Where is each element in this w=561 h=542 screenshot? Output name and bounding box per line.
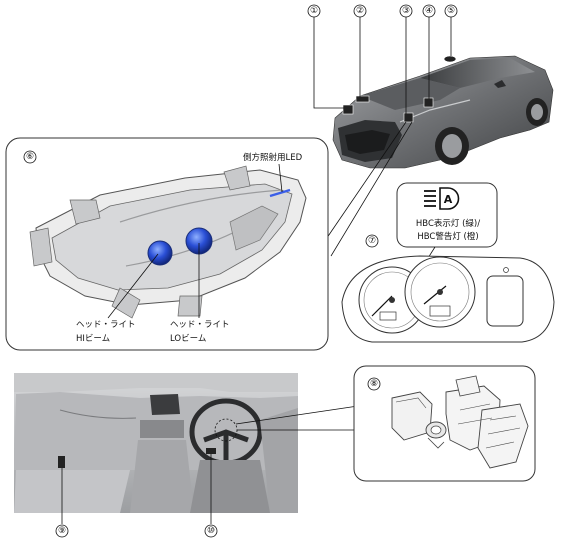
callout-8: ⑧ <box>367 377 381 391</box>
callout-2: ② <box>353 4 367 97</box>
callout-10: ⑩ <box>204 454 218 538</box>
connector-line <box>235 405 359 425</box>
svg-text:⑨: ⑨ <box>58 526 66 536</box>
component-5-marker <box>443 55 457 63</box>
component-4-marker <box>423 97 434 108</box>
callout-6: ⑥ <box>23 150 37 164</box>
callout-9: ⑨ <box>55 468 69 538</box>
component-9-marker <box>58 456 65 468</box>
indicator-callout-box <box>396 182 498 248</box>
hi-beam-label-line2: HIビーム <box>76 334 110 344</box>
svg-text:⑤: ⑤ <box>447 6 455 16</box>
hi-beam-lens <box>147 240 173 266</box>
svg-text:③: ③ <box>402 6 410 16</box>
callout-3: ③ <box>399 4 413 114</box>
svg-text:①: ① <box>310 6 318 16</box>
component-3-marker <box>403 112 414 123</box>
svg-text:⑩: ⑩ <box>207 526 215 536</box>
instrument-cluster-illustration <box>341 255 555 343</box>
svg-text:⑥: ⑥ <box>26 152 34 162</box>
indicator-label-line1: HBC表示灯 (緑)/ <box>416 218 480 229</box>
combination-switch-illustration <box>391 375 529 469</box>
hi-beam-label-line1: ヘッド・ライト <box>76 320 136 330</box>
hi-beam-leader <box>107 253 159 319</box>
callout-7: ⑦ <box>365 234 379 248</box>
headlight-assembly-illustration <box>29 165 307 319</box>
lo-beam-label-line1: ヘッド・ライト <box>170 320 230 330</box>
connector-line <box>319 121 407 249</box>
dashboard-interior-illustration <box>14 373 298 513</box>
side-led-label: 側方照射用LED <box>243 152 303 163</box>
svg-text:④: ④ <box>425 6 433 16</box>
svg-text:②: ② <box>356 6 364 16</box>
callout-1: ① <box>307 4 344 109</box>
component-1-marker <box>342 104 354 115</box>
svg-text:A: A <box>444 193 453 206</box>
callout-4: ④ <box>422 4 436 99</box>
side-led-leader <box>278 163 283 193</box>
headlight-auto-icon: A <box>424 187 460 210</box>
car-exterior-illustration <box>332 55 554 169</box>
lo-beam-label-line2: LOビーム <box>170 334 206 344</box>
indicator-label-line2: HBC警告灯 (橙) <box>417 231 478 242</box>
callout-5: ⑤ <box>444 4 458 56</box>
connector-line <box>330 121 413 257</box>
component-2-marker <box>355 95 370 103</box>
svg-text:⑧: ⑧ <box>370 379 378 389</box>
svg-text:⑦: ⑦ <box>368 236 376 246</box>
